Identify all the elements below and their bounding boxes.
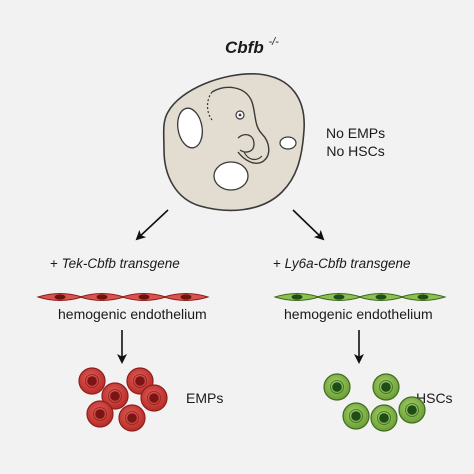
hsc-cell-3 (342, 402, 370, 430)
emp-cell-3 (101, 382, 129, 410)
hsc-cell-1 (323, 373, 351, 401)
red-endothelial-cell-2 (78, 293, 126, 301)
hsc-label: HSCs (416, 390, 453, 406)
phenotype-line-2: No HSCs (326, 143, 385, 159)
emp-cell-1 (78, 367, 106, 395)
red-endothelial-cell-1 (36, 293, 84, 301)
right-transgene-label: + Ly6a-Cbfb transgene (273, 256, 411, 271)
green-endothelial-cells (273, 293, 447, 301)
green-endothelial-cell-1 (273, 293, 321, 301)
red-endothelial-cell-3 (120, 293, 168, 301)
genotype-title: Cbfb -/- (225, 36, 279, 58)
red-endothelial-cells (36, 293, 210, 301)
right-branch-arrow (292, 209, 325, 241)
emp-cell-cluster (78, 367, 168, 432)
genotype-superscript: -/- (268, 36, 279, 48)
hsc-cell-2 (372, 373, 400, 401)
phenotype-note: No EMPs No HSCs (326, 124, 385, 160)
red-endothelial-cell-4 (162, 293, 210, 301)
hsc-cell-4 (370, 404, 398, 432)
right-tissue-label: hemogenic endothelium (284, 306, 433, 322)
green-endothelial-cell-2 (315, 293, 363, 301)
left-branch-arrow (135, 209, 169, 241)
phenotype-line-1: No EMPs (326, 125, 386, 141)
emp-cell-4 (140, 384, 168, 412)
hsc-cell-cluster (323, 373, 426, 432)
mouse-embryo-icon (162, 73, 305, 212)
left-transgene-label: + Tek-Cbfb transgene (50, 256, 180, 271)
emp-cell-6 (118, 404, 146, 432)
emp-label: EMPs (186, 390, 224, 406)
emp-cell-2 (126, 367, 154, 395)
emp-cell-5 (86, 400, 114, 428)
genotype-gene: Cbfb (225, 38, 264, 57)
green-endothelial-cell-3 (357, 293, 405, 301)
left-tissue-label: hemogenic endothelium (58, 306, 207, 322)
green-endothelial-cell-4 (399, 293, 447, 301)
